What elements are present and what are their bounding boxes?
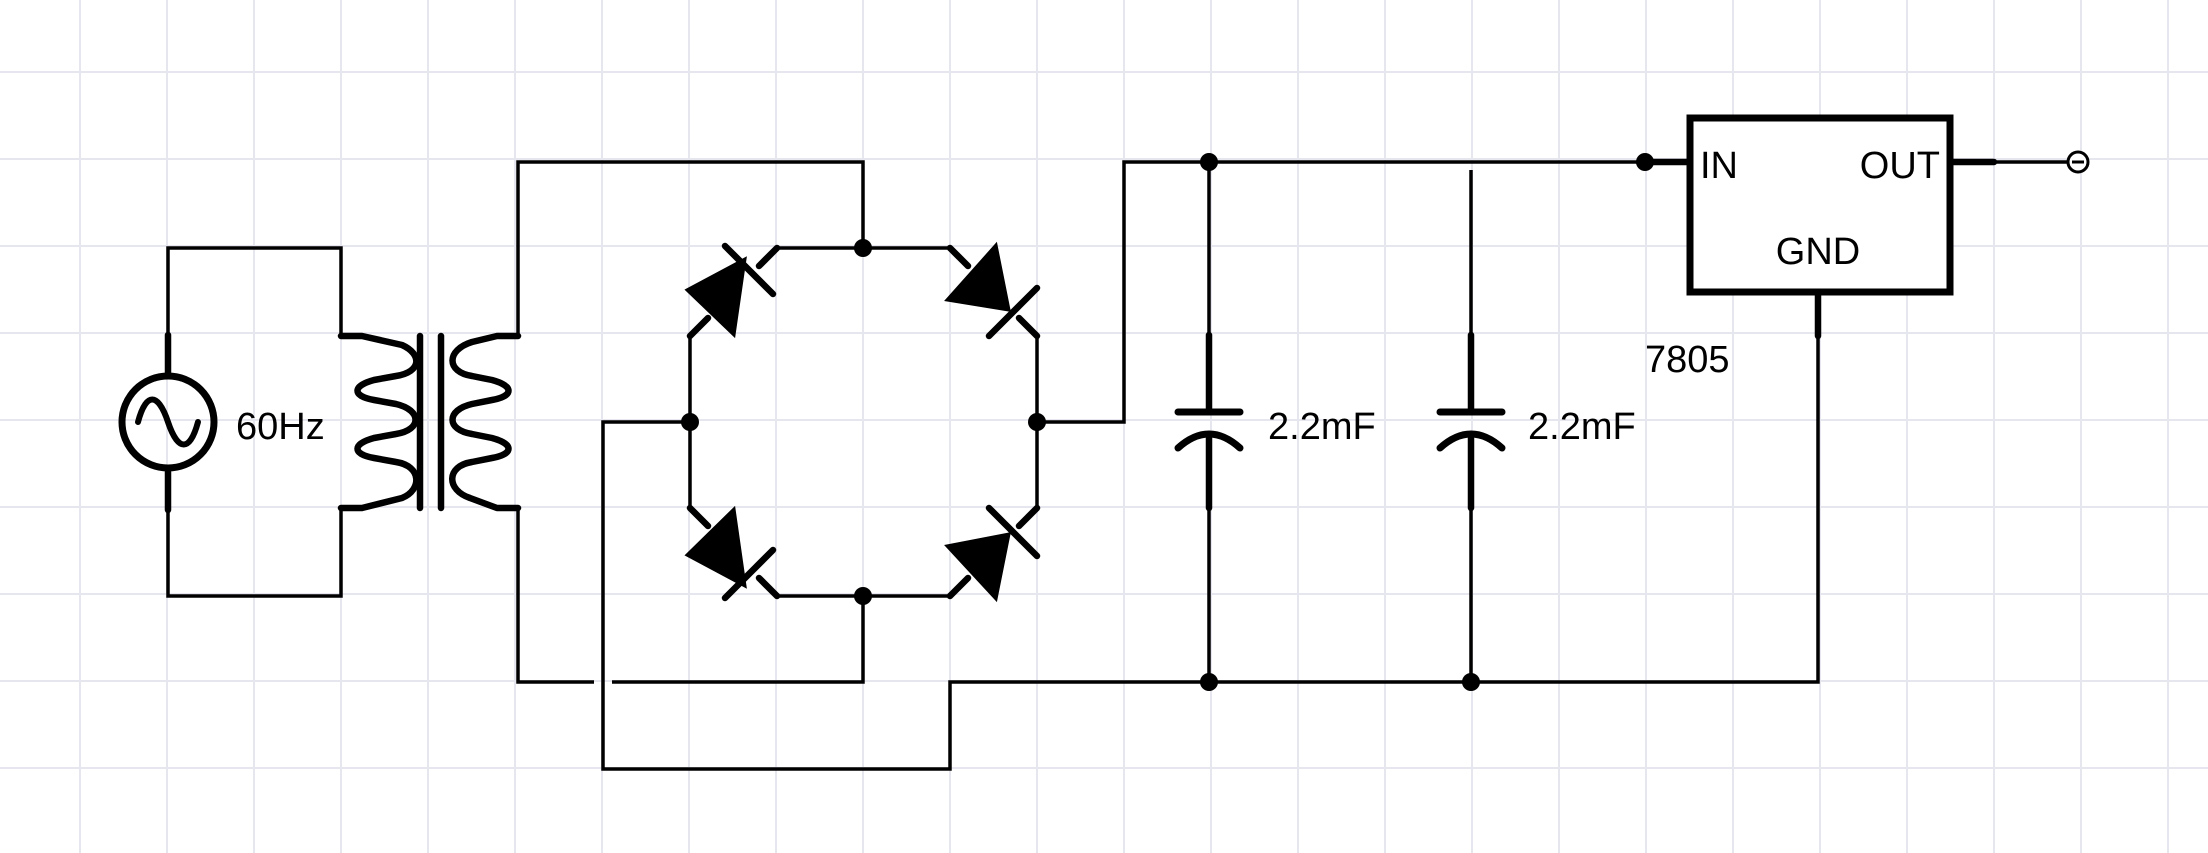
ac-source: 60Hz — [118, 246, 343, 598]
voltage-regulator: IN OUT GND 7805 — [1636, 114, 2090, 381]
capacitor-c1-bottom-node — [1200, 673, 1218, 691]
bridge-bottom-node — [854, 587, 872, 605]
sine-wave-icon — [135, 396, 201, 448]
diode-d2 — [944, 241, 1041, 340]
secondary-bottom-wire-left — [516, 508, 594, 684]
diode-d4 — [944, 504, 1041, 603]
regulator-in-label: IN — [1700, 145, 1738, 187]
source-frequency-label: 60Hz — [236, 406, 325, 448]
ac-source-circle — [118, 372, 218, 472]
transformer-primary-coil — [337, 332, 420, 512]
capacitor-c2: 2.2mF — [1436, 170, 1636, 691]
bridge-top-node — [854, 239, 872, 257]
capacitor-c1: 2.2mF — [1174, 153, 1376, 691]
source-primary-return-wire — [166, 508, 343, 598]
capacitor-c2-bottom-node — [1462, 673, 1480, 691]
capacitor-c1-value: 2.2mF — [1268, 406, 1376, 448]
positive-rail-wire — [1037, 160, 1645, 424]
secondary-top-wire — [516, 160, 865, 336]
regulator-out-label: OUT — [1860, 145, 1940, 187]
source-primary-loop-wire — [166, 246, 343, 336]
transformer-secondary-coil — [449, 332, 522, 512]
diode-d3 — [684, 504, 781, 602]
capacitor-c1-top-node — [1200, 153, 1218, 171]
transformer — [337, 332, 522, 512]
diode-d1 — [684, 242, 781, 340]
secondary-bottom-wire-right — [612, 596, 865, 684]
regulator-part-label: 7805 — [1645, 339, 1730, 381]
regulator-gnd-label: GND — [1776, 231, 1860, 273]
negative-return-wire — [601, 298, 1820, 771]
capacitor-c2-value: 2.2mF — [1528, 406, 1636, 448]
